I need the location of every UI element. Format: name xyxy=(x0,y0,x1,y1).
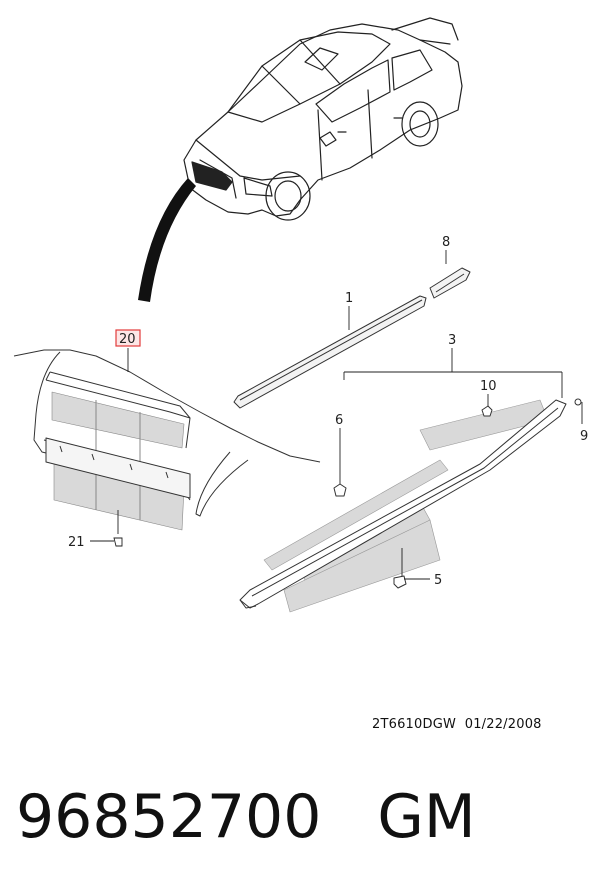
callout-10: 10 xyxy=(480,379,497,394)
part-number-footer: 96852700 GM xyxy=(16,782,476,852)
callout-6: 6 xyxy=(335,413,343,428)
callout-5: 5 xyxy=(434,573,442,588)
callout-1: 1 xyxy=(345,291,353,306)
diagram-reference: 2T6610DGW 01/22/2008 xyxy=(372,717,542,732)
door-molding xyxy=(233,267,471,409)
front-bumper-detail xyxy=(13,349,321,531)
side-sill xyxy=(239,398,582,613)
diagram-code: 2T6610DGW xyxy=(372,717,457,732)
callout-3: 3 xyxy=(448,333,456,348)
callout-21: 21 xyxy=(68,535,85,550)
callout-8: 8 xyxy=(442,235,450,250)
leader-lines xyxy=(90,250,583,580)
callout-9: 9 xyxy=(580,429,588,444)
pointer-arrow xyxy=(138,178,196,302)
part-number: 96852700 xyxy=(16,782,322,852)
brand-name: GM xyxy=(377,782,476,852)
callout-20-highlight xyxy=(115,329,141,347)
diagram-date: 01/22/2008 xyxy=(464,717,542,732)
callout-20: 20 xyxy=(119,332,136,347)
car-illustration xyxy=(183,17,463,221)
